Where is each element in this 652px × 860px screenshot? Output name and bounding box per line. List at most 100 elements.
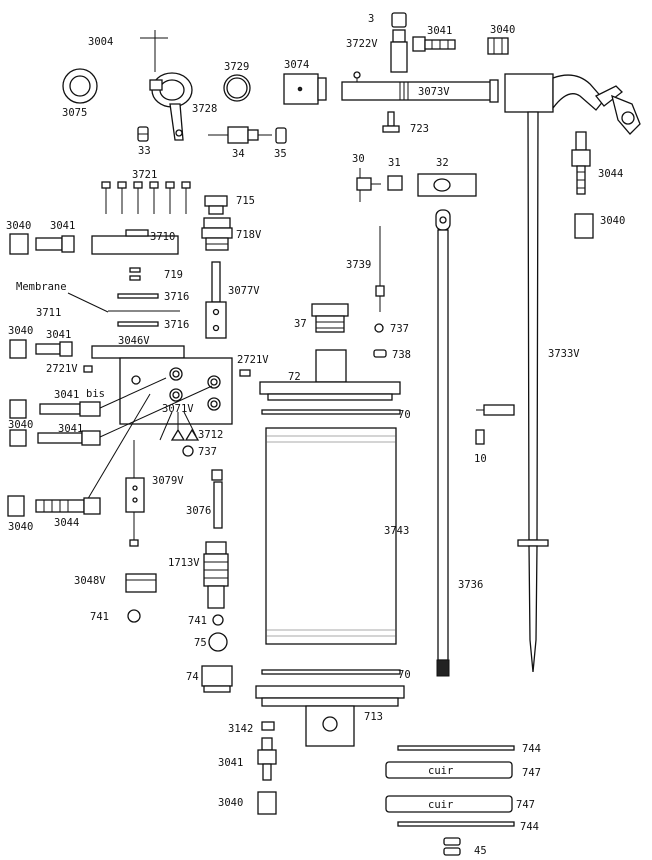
label-715: 715 bbox=[236, 195, 255, 207]
label-3712: 3712 bbox=[198, 429, 223, 441]
part-3044-left bbox=[35, 497, 101, 515]
part-3040-right-nut bbox=[574, 213, 594, 239]
label-72: 72 bbox=[288, 371, 301, 383]
part-3-knob bbox=[391, 12, 407, 28]
part-741-ring-left bbox=[127, 609, 141, 623]
label-3048v: 3048V bbox=[74, 575, 106, 587]
label-3142: 3142 bbox=[228, 723, 253, 735]
label-3040-left-1: 3040 bbox=[6, 220, 31, 232]
label-3079v: 3079V bbox=[152, 475, 184, 487]
label-3004: 3004 bbox=[88, 36, 113, 48]
label-37: 37 bbox=[294, 318, 307, 330]
part-713-base bbox=[255, 685, 405, 747]
label-75: 75 bbox=[194, 637, 207, 649]
part-3142 bbox=[261, 721, 275, 731]
label-3729: 3729 bbox=[224, 61, 249, 73]
part-3076-pin bbox=[211, 469, 223, 529]
part-3721-screws bbox=[101, 181, 191, 214]
part-747-cuir-bottom bbox=[385, 795, 513, 813]
part-3040-left-5 bbox=[7, 495, 25, 517]
part-744-washer-top bbox=[397, 745, 515, 751]
label-3716-bottom: 3716 bbox=[164, 319, 189, 331]
part-30-tee bbox=[356, 168, 381, 202]
label-3041-left-4: 3041 bbox=[58, 423, 83, 435]
label-747-top: 747 bbox=[522, 767, 541, 779]
part-34-fitting bbox=[208, 126, 272, 144]
label-3040-left-4: 3040 bbox=[8, 419, 33, 431]
label-3710: 3710 bbox=[150, 231, 175, 243]
label-3721: 3721 bbox=[132, 169, 157, 181]
label-3044-left: 3044 bbox=[54, 517, 79, 529]
label-bis: bis bbox=[86, 388, 105, 400]
label-3040-left-5: 3040 bbox=[8, 521, 33, 533]
label-3071v: 3071V bbox=[162, 403, 194, 415]
part-3044-right-nipple bbox=[571, 131, 591, 195]
label-3075: 3075 bbox=[62, 107, 87, 119]
part-31 bbox=[387, 175, 403, 191]
label-747-bottom: 747 bbox=[516, 799, 535, 811]
part-10-fitting bbox=[475, 404, 515, 445]
part-3041-left-1 bbox=[35, 235, 75, 253]
label-32: 32 bbox=[436, 157, 449, 169]
part-3743-tank-body bbox=[265, 427, 397, 645]
part-3040-left-3 bbox=[9, 399, 27, 419]
part-3004-key bbox=[140, 30, 168, 72]
label-741-left: 741 bbox=[90, 611, 109, 623]
part-3071v-manifold bbox=[119, 357, 233, 425]
membrane-leader bbox=[67, 292, 109, 313]
label-3739: 3739 bbox=[346, 259, 371, 271]
label-3736: 3736 bbox=[458, 579, 483, 591]
label-3733v: 3733V bbox=[548, 348, 580, 360]
label-3041-left-1: 3041 bbox=[50, 220, 75, 232]
label-744-bottom: 744 bbox=[520, 821, 539, 833]
part-738 bbox=[373, 349, 387, 358]
label-3711: 3711 bbox=[36, 307, 61, 319]
part-3040-top-nut bbox=[487, 37, 509, 55]
part-3041-bottom-nipple bbox=[257, 737, 277, 781]
part-3716-bottom bbox=[117, 321, 159, 327]
part-3040-left-4 bbox=[9, 429, 27, 447]
label-3040-top: 3040 bbox=[490, 24, 515, 36]
part-3073v-tube bbox=[341, 71, 499, 103]
label-70-bottom: 70 bbox=[398, 669, 411, 681]
part-45 bbox=[443, 837, 461, 856]
label-3: 3 bbox=[368, 13, 374, 25]
part-74-cap bbox=[201, 665, 233, 693]
part-3041-bis bbox=[39, 401, 101, 417]
label-2721v-left: 2721V bbox=[46, 363, 78, 375]
part-741-ring-center bbox=[212, 614, 224, 626]
part-723-bolt bbox=[382, 111, 400, 133]
part-3710-plate bbox=[91, 229, 179, 255]
label-3041-bottom: 3041 bbox=[218, 757, 243, 769]
label-70-top: 70 bbox=[398, 409, 411, 421]
label-10: 10 bbox=[474, 453, 487, 465]
label-738: 738 bbox=[392, 349, 411, 361]
part-37-nut bbox=[311, 303, 349, 333]
part-70-gasket-top bbox=[261, 409, 401, 415]
part-3048v-nut bbox=[125, 573, 157, 593]
part-3733v-lance bbox=[504, 73, 641, 673]
part-3040-left-1 bbox=[9, 233, 29, 255]
label-1713v: 1713V bbox=[168, 557, 200, 569]
label-3041-bis: 3041 bbox=[54, 389, 79, 401]
label-34: 34 bbox=[232, 148, 245, 160]
part-718v-gland bbox=[201, 217, 233, 251]
part-2721v-left bbox=[83, 365, 93, 373]
part-3046v-plate bbox=[91, 345, 185, 359]
part-744-washer-bottom bbox=[397, 821, 515, 827]
part-35 bbox=[275, 127, 287, 144]
label-3728: 3728 bbox=[192, 103, 217, 115]
label-744-top: 744 bbox=[522, 743, 541, 755]
part-3075-ring bbox=[62, 68, 98, 104]
part-32-block bbox=[417, 173, 477, 197]
part-2721v-right bbox=[239, 369, 251, 377]
part-75-ring bbox=[208, 632, 228, 652]
label-31: 31 bbox=[388, 157, 401, 169]
assembly-leaders bbox=[85, 377, 213, 503]
label-719: 719 bbox=[164, 269, 183, 281]
part-3729-ring bbox=[223, 74, 251, 102]
label-737-top: 737 bbox=[390, 323, 409, 335]
part-3041-left-2 bbox=[35, 341, 73, 357]
label-3743: 3743 bbox=[384, 525, 409, 537]
